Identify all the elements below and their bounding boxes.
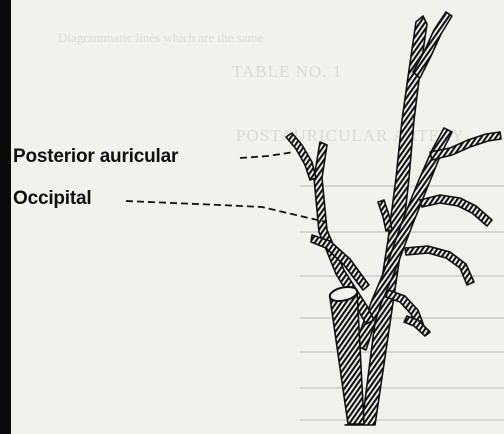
small-right-stub [404,316,430,336]
posterior-auricular-leader [240,152,294,158]
left-twig-branch [286,133,316,180]
posterior-auricular-label: Posterior auricular [13,146,178,168]
mid-stub-branch [378,200,392,231]
occipital-leader [126,201,326,222]
right-branch-lower [405,246,474,285]
occipital-label: Occipital [13,188,91,210]
right-branch-middle [420,195,492,226]
vessels [286,12,501,425]
